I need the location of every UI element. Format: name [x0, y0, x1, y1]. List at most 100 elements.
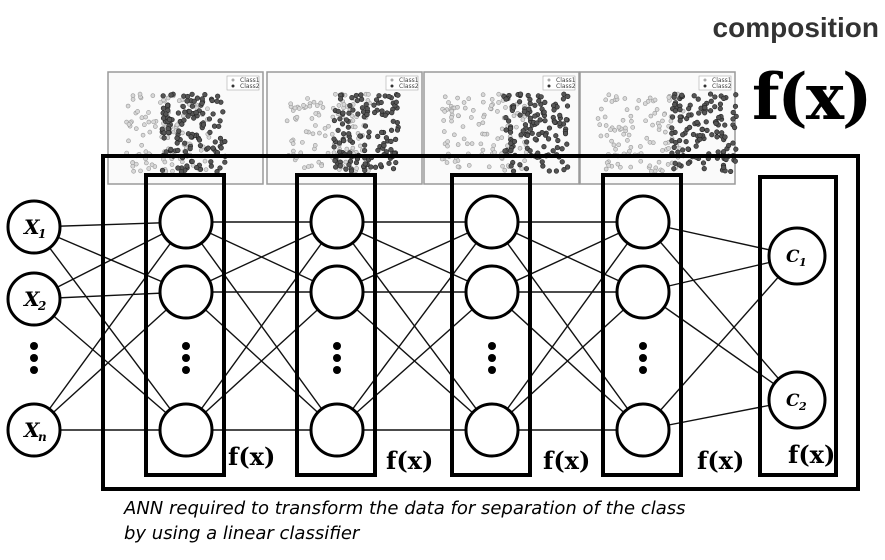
scatter-point-light: [643, 118, 648, 124]
scatter-point-light: [638, 144, 643, 149]
scatter-point-dark: [176, 128, 182, 134]
scatter-point-light: [165, 95, 171, 101]
scatter-point-light: [319, 163, 324, 169]
input-node-label: X: [22, 418, 41, 442]
scatter-point-dark: [671, 94, 677, 100]
scatter-point-dark: [669, 130, 675, 136]
scatter-point-light: [476, 121, 482, 127]
scatter-legend-box: [542, 75, 576, 91]
scatter-point-dark: [503, 96, 509, 102]
input-node-1: [6, 199, 62, 255]
scatter-point-light: [354, 166, 359, 171]
scatter-point-dark: [160, 115, 167, 121]
composition-function-symbol: f(x): [752, 60, 872, 135]
scatter-point-dark: [181, 117, 187, 123]
scatter-point-dark: [372, 109, 378, 116]
scatter-point-dark: [707, 108, 714, 114]
output-node-2: [767, 370, 827, 430]
scatter-point-dark: [185, 113, 191, 119]
input-node-3: [6, 402, 62, 458]
scatter-point-dark: [700, 160, 707, 166]
scatter-point-light: [620, 117, 626, 123]
scatter-point-dark: [217, 165, 223, 171]
scatter-point-light: [174, 122, 180, 128]
connection-line: [642, 221, 798, 401]
scatter-point-light: [146, 110, 151, 115]
scatter-point-light: [636, 98, 642, 103]
scatter-point-light: [290, 141, 296, 146]
scatter-point-light: [336, 103, 342, 108]
scatter-point-dark: [337, 163, 343, 169]
scatter-point-light: [627, 148, 632, 154]
scatter-point-dark: [341, 131, 347, 137]
output-node-subscript: 2: [798, 400, 807, 413]
scatter-point-light: [496, 91, 502, 97]
hidden-neuron: [615, 402, 671, 458]
connection-line: [33, 298, 187, 431]
hidden-neuron: [464, 194, 520, 250]
scatter-point-light: [445, 139, 450, 144]
connection-line: [185, 221, 338, 293]
hidden-neuron: [615, 264, 671, 320]
scatter-point-dark: [534, 120, 540, 126]
scatter-point-dark: [565, 164, 571, 170]
scatter-point-light: [469, 115, 474, 120]
scatter-point-dark: [208, 159, 214, 165]
scatter-point-dark: [168, 146, 174, 152]
scatter-point-dark: [362, 161, 368, 167]
scatter-point-dark: [350, 107, 356, 113]
scatter-legend-label: Class2: [712, 83, 732, 90]
scatter-point-light: [343, 159, 349, 165]
ellipsis-dot: [488, 342, 496, 350]
scatter-legend-label: Class2: [399, 83, 419, 90]
scatter-point-light: [491, 143, 496, 148]
scatter-point-dark: [215, 93, 221, 99]
scatter-point-light: [444, 160, 450, 165]
scatter-point-light: [469, 141, 475, 146]
scatter-legend-marker: [703, 78, 707, 82]
scatter-point-dark: [337, 116, 343, 122]
scatter-point-dark: [716, 114, 722, 121]
scatter-point-dark: [191, 98, 197, 104]
scatter-point-light: [461, 100, 467, 105]
scatter-point-light: [624, 107, 630, 113]
scatter-point-dark: [545, 136, 552, 142]
scatter-point-light: [666, 146, 671, 151]
scatter-point-light: [126, 138, 131, 144]
scatter-point-dark: [378, 162, 384, 168]
scatter-point-dark: [517, 162, 523, 168]
scatter-point-dark: [160, 105, 167, 111]
scatter-point-dark: [207, 129, 213, 135]
scatter-point-dark: [375, 147, 381, 153]
scatter-point-dark: [732, 124, 738, 131]
scatter-point-dark: [218, 145, 224, 151]
scatter-legend-marker: [390, 78, 394, 82]
scatter-point-dark: [210, 145, 216, 151]
scatter-point-dark: [175, 110, 181, 116]
scatter-point-dark: [379, 108, 385, 114]
connection-line: [33, 221, 187, 300]
scatter-point-dark: [685, 160, 691, 166]
scatter-point-dark: [675, 149, 681, 155]
ellipsis-dot: [30, 342, 38, 350]
scatter-point-dark: [721, 95, 727, 102]
scatter-point-dark: [189, 103, 195, 109]
scatter-point-light: [306, 164, 311, 169]
scatter-point-light: [648, 113, 654, 119]
scatter-point-dark: [193, 110, 199, 116]
scatter-point-light: [366, 92, 371, 97]
scatter-point-dark: [331, 117, 338, 124]
scatter-point-light: [480, 120, 486, 126]
scatter-point-dark: [371, 102, 377, 108]
scatter-point-dark: [209, 97, 215, 104]
scatter-legend-box: [698, 75, 732, 91]
scatter-point-light: [486, 164, 492, 170]
scatter-point-light: [341, 102, 347, 107]
scatter-point-light: [126, 122, 132, 127]
scatter-point-dark: [359, 96, 365, 102]
network-outer-frame: [101, 154, 860, 491]
layer-function-label-4: f(x): [697, 446, 745, 475]
scatter-point-dark: [372, 164, 379, 170]
scatter-point-light: [460, 124, 466, 129]
connection-line: [185, 221, 338, 431]
